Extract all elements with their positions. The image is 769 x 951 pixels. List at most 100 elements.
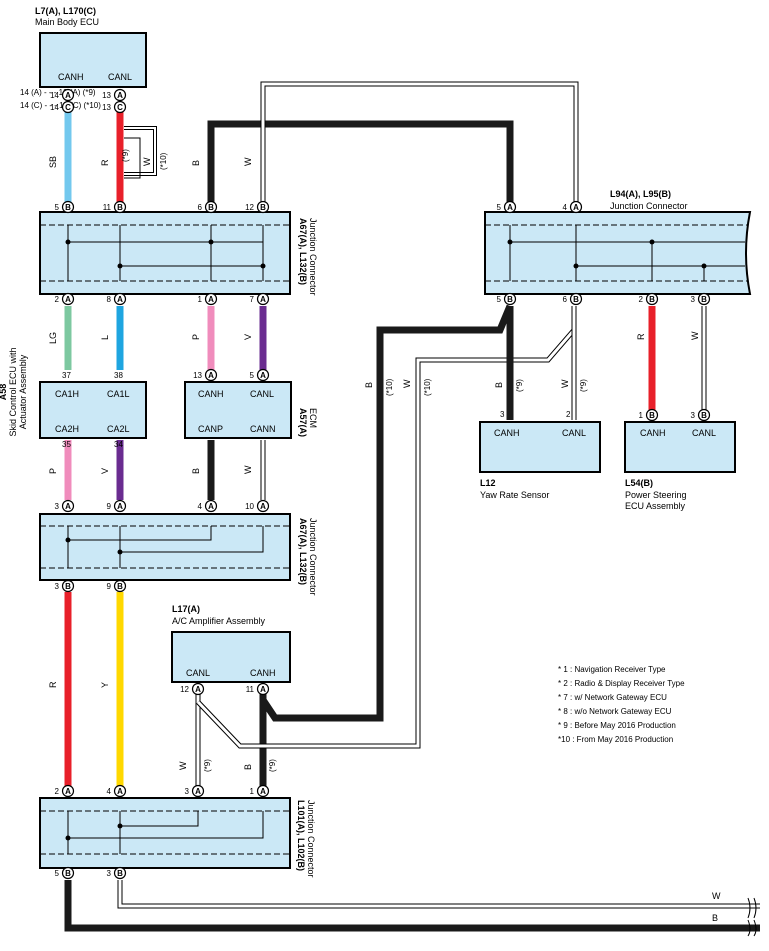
pin-number: 5 bbox=[497, 203, 502, 212]
pin-number: 10 bbox=[245, 502, 254, 511]
pin-circle bbox=[204, 292, 218, 306]
main-body-ecu-note-a: 14 (A) - - - 13 (A) (*9) bbox=[20, 88, 96, 97]
junction-right bbox=[484, 211, 752, 295]
pin-letter: B bbox=[649, 295, 655, 304]
wire-label-r-ps: R bbox=[636, 333, 646, 340]
pin-number: 3 bbox=[500, 410, 505, 419]
junction-top bbox=[39, 211, 291, 295]
pin-number: 14 bbox=[50, 91, 59, 100]
wire-w-exit-outer bbox=[117, 880, 760, 909]
skid-ecu-pin-ca1h: CA1H bbox=[55, 389, 79, 399]
wire-label-b-ac: B bbox=[243, 764, 253, 770]
pin-letter: A bbox=[260, 787, 266, 796]
wire-label-w-exit: W bbox=[712, 891, 721, 901]
ecm-pin-canp: CANP bbox=[198, 424, 223, 434]
yaw-sensor-pin-canh: CANH bbox=[494, 428, 520, 438]
pin-number: 13 bbox=[193, 371, 202, 380]
pin-circle bbox=[256, 368, 270, 382]
pin-letter: A bbox=[208, 502, 214, 511]
wire-label-v9-ac-b: (*9) bbox=[268, 759, 277, 772]
pin-circle bbox=[113, 292, 127, 306]
pin-circle bbox=[61, 499, 75, 513]
ac-amp-pin-canl: CANL bbox=[186, 668, 210, 678]
wire-label-b-top: B bbox=[191, 160, 201, 166]
legend-item: * 1 : Navigation Receiver Type bbox=[558, 665, 666, 674]
pin-letter: A bbox=[260, 685, 266, 694]
pin-letter: A bbox=[260, 371, 266, 380]
pin-letter: A bbox=[65, 787, 71, 796]
pin-number: 1 bbox=[639, 411, 644, 420]
main-body-ecu-id: L7(A), L170(C) bbox=[35, 6, 96, 16]
wire-label-w-ecm: W bbox=[243, 465, 253, 474]
wire-label-b-yaw: B bbox=[494, 382, 504, 388]
wire-w-top-inner bbox=[261, 82, 578, 202]
main-body-ecu-note-c: 14 (C) - - - 13 (C) (*10) bbox=[20, 101, 101, 110]
pin-number: 1 bbox=[198, 295, 203, 304]
pin-number: 12 bbox=[245, 203, 254, 212]
pin-circle bbox=[113, 100, 127, 114]
pin-letter: B bbox=[573, 295, 579, 304]
pin-letter: A bbox=[117, 295, 123, 304]
wire-label-lg: LG bbox=[48, 332, 58, 344]
pin-circle bbox=[503, 200, 517, 214]
pin-circle bbox=[256, 292, 270, 306]
wire-label-r-top: R bbox=[100, 159, 110, 166]
skid-ecu-id: A58 bbox=[0, 384, 8, 401]
wire-label-w-ps: W bbox=[690, 331, 700, 340]
pin-letter: C bbox=[117, 103, 123, 112]
pin-circle bbox=[645, 408, 659, 422]
pin-letter: B bbox=[65, 203, 71, 212]
legend-item: * 9 : Before May 2016 Production bbox=[558, 721, 676, 730]
junction-top-name: Junction Connector bbox=[308, 218, 318, 296]
pin-number: 3 bbox=[55, 582, 60, 591]
pin-circle bbox=[256, 499, 270, 513]
skid-ecu-pin-ca1l: CA1L bbox=[107, 389, 130, 399]
pin-circle bbox=[503, 292, 517, 306]
junction-bottom bbox=[39, 797, 291, 869]
ecm-pin-canh: CANH bbox=[198, 389, 224, 399]
wire-w-exit-inner bbox=[118, 880, 760, 908]
wire-w-top-outer bbox=[260, 81, 579, 202]
pin-circle bbox=[256, 682, 270, 696]
pin-letter: B bbox=[260, 203, 266, 212]
legend-item: *10 : From May 2016 Production bbox=[558, 735, 673, 744]
wire-label-v9-top: (*9) bbox=[121, 149, 130, 162]
main-body-ecu-box bbox=[39, 32, 147, 88]
pin-circle bbox=[256, 200, 270, 214]
yaw-sensor-name: Yaw Rate Sensor bbox=[480, 490, 549, 500]
wire-label-b-v10: B bbox=[364, 382, 374, 388]
pin-circle bbox=[113, 784, 127, 798]
ecm-box bbox=[184, 381, 292, 439]
pin-number: 4 bbox=[107, 787, 112, 796]
pin-number: 37 bbox=[62, 371, 71, 380]
pin-number: 11 bbox=[246, 685, 255, 694]
wire-label-v10-w: (*10) bbox=[423, 378, 432, 396]
pin-letter: A bbox=[195, 685, 201, 694]
pin-letter: B bbox=[208, 203, 214, 212]
wire-label-r-bottom: R bbox=[48, 681, 58, 688]
pin-number: 3 bbox=[691, 411, 696, 420]
pin-circle bbox=[113, 200, 127, 214]
pin-number: 38 bbox=[114, 371, 123, 380]
pin-number: 3 bbox=[55, 502, 60, 511]
pin-circle bbox=[697, 408, 711, 422]
wire-label-w-loop: W bbox=[142, 157, 152, 166]
pin-circle bbox=[113, 499, 127, 513]
pin-letter: A bbox=[208, 295, 214, 304]
pin-letter: A bbox=[260, 502, 266, 511]
ecm-pin-cann: CANN bbox=[250, 424, 276, 434]
pin-circle bbox=[61, 579, 75, 593]
legend-item: * 7 : w/ Network Gateway ECU bbox=[558, 693, 667, 702]
pin-circle bbox=[697, 292, 711, 306]
pin-number: 34 bbox=[114, 440, 123, 449]
pin-number: 2 bbox=[55, 295, 60, 304]
wire-label-w-yaw: W bbox=[560, 379, 570, 388]
pin-number: 6 bbox=[563, 295, 568, 304]
wire-b-v10 bbox=[260, 304, 514, 722]
ecm-name: ECM bbox=[308, 408, 318, 428]
pin-circle bbox=[256, 784, 270, 798]
pin-circle bbox=[569, 292, 583, 306]
pin-circle bbox=[113, 88, 127, 102]
wire-label-b-exit: B bbox=[712, 913, 718, 923]
pin-circle bbox=[191, 682, 205, 696]
